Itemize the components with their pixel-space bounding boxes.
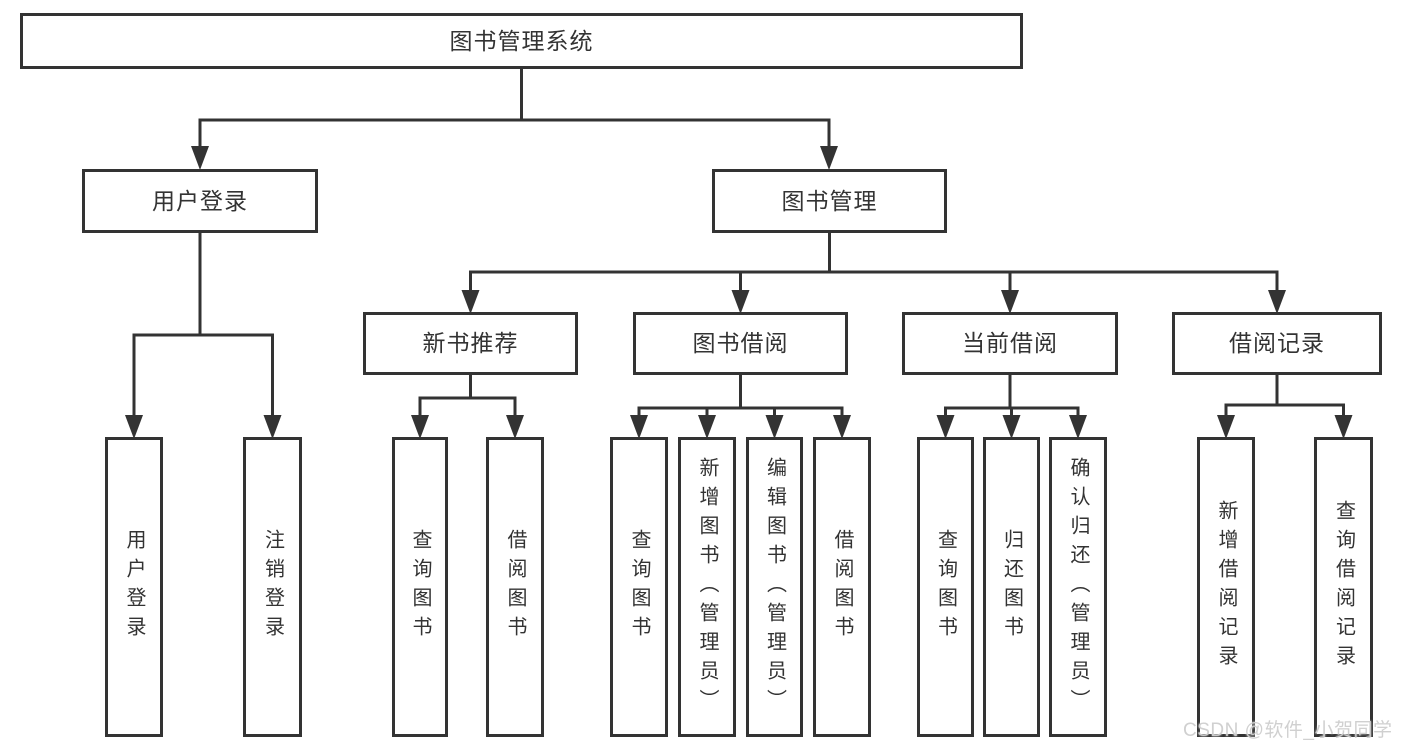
connector-borrow-records-split bbox=[1224, 373, 1345, 423]
arrow-down-icon bbox=[191, 146, 209, 170]
node-leaf-user-login: 用户登录 bbox=[105, 437, 163, 737]
arrow-down-icon bbox=[1069, 415, 1087, 439]
node-user-login: 用户登录 bbox=[82, 169, 318, 233]
node-label: 查询图书 bbox=[628, 529, 650, 645]
arrow-down-icon bbox=[461, 290, 480, 314]
arrow-down-icon bbox=[1217, 415, 1235, 439]
arrow-down-icon bbox=[698, 415, 716, 439]
arrow-down-icon bbox=[125, 415, 143, 439]
arrowheads bbox=[125, 146, 1353, 439]
node-book-management: 图书管理 bbox=[712, 169, 947, 233]
node-label: 查询图书 bbox=[934, 529, 957, 645]
node-label: 图书管理 bbox=[781, 187, 878, 214]
node-label: 查询图书 bbox=[409, 529, 431, 645]
arrow-down-icon bbox=[833, 415, 851, 439]
arrow-down-icon bbox=[731, 290, 750, 314]
node-label: 用户登录 bbox=[123, 529, 145, 645]
node-label: 用户登录 bbox=[152, 187, 248, 214]
node-leaf-borrow-books-recommend: 借阅图书 bbox=[486, 437, 544, 737]
arrow-down-icon bbox=[506, 415, 524, 439]
node-label: 新书推荐 bbox=[422, 330, 519, 356]
node-book-borrow: 图书借阅 bbox=[633, 312, 848, 375]
arrow-down-icon bbox=[820, 146, 838, 170]
node-label: 归还图书 bbox=[1000, 529, 1023, 645]
node-current-borrow: 当前借阅 bbox=[902, 312, 1118, 375]
arrow-down-icon bbox=[765, 415, 784, 439]
node-label: 当前借阅 bbox=[962, 330, 1058, 356]
watermark: CSDN @软件_小贺同学 bbox=[1183, 720, 1393, 741]
connector-book-borrow-split bbox=[637, 373, 844, 423]
node-leaf-query-borrow-record: 查询借阅记录 bbox=[1314, 437, 1373, 737]
node-label: 新增图书（管理员） bbox=[696, 456, 718, 718]
node-leaf-query-books-current: 查询图书 bbox=[917, 437, 974, 737]
arrow-down-icon bbox=[1001, 290, 1019, 314]
node-leaf-edit-books-admin: 编辑图书（管理员） bbox=[746, 437, 803, 737]
connector-user-login-split bbox=[132, 231, 274, 423]
arrow-down-icon bbox=[1002, 415, 1021, 439]
node-leaf-borrow-books: 借阅图书 bbox=[813, 437, 871, 737]
connector-current-borrow-split bbox=[944, 373, 1080, 423]
connector-book-management-split bbox=[469, 231, 1279, 298]
node-label: 借阅记录 bbox=[1229, 330, 1325, 356]
node-label: 借阅图书 bbox=[831, 529, 853, 645]
arrow-down-icon bbox=[936, 415, 955, 439]
node-label: 注销登录 bbox=[261, 529, 284, 645]
node-label: 新增借阅记录 bbox=[1215, 500, 1237, 674]
node-leaf-confirm-return-admin: 确认归还（管理员） bbox=[1049, 437, 1107, 737]
connector-new-book-split bbox=[418, 373, 517, 423]
arrow-down-icon bbox=[411, 415, 429, 439]
node-leaf-logout: 注销登录 bbox=[243, 437, 302, 737]
connector-root-to-level1 bbox=[198, 67, 831, 154]
node-label: 编辑图书（管理员） bbox=[763, 456, 786, 718]
arrow-down-icon bbox=[1268, 290, 1286, 314]
node-label: 图书借阅 bbox=[692, 330, 789, 356]
node-leaf-add-borrow-record: 新增借阅记录 bbox=[1197, 437, 1255, 737]
node-new-book-recommend: 新书推荐 bbox=[363, 312, 578, 375]
arrow-down-icon bbox=[630, 415, 648, 439]
node-root-library-system: 图书管理系统 bbox=[20, 13, 1023, 69]
node-leaf-return-books: 归还图书 bbox=[983, 437, 1040, 737]
node-leaf-query-books-borrow: 查询图书 bbox=[610, 437, 668, 737]
arrow-down-icon bbox=[1334, 415, 1353, 439]
arrow-down-icon bbox=[263, 415, 282, 439]
node-leaf-query-books-recommend: 查询图书 bbox=[392, 437, 448, 737]
node-leaf-add-books-admin: 新增图书（管理员） bbox=[678, 437, 736, 737]
node-label: 图书管理系统 bbox=[449, 27, 594, 54]
node-label: 查询借阅记录 bbox=[1332, 500, 1355, 674]
node-label: 借阅图书 bbox=[504, 529, 526, 645]
node-label: 确认归还（管理员） bbox=[1067, 456, 1089, 718]
node-borrow-records: 借阅记录 bbox=[1172, 312, 1382, 375]
